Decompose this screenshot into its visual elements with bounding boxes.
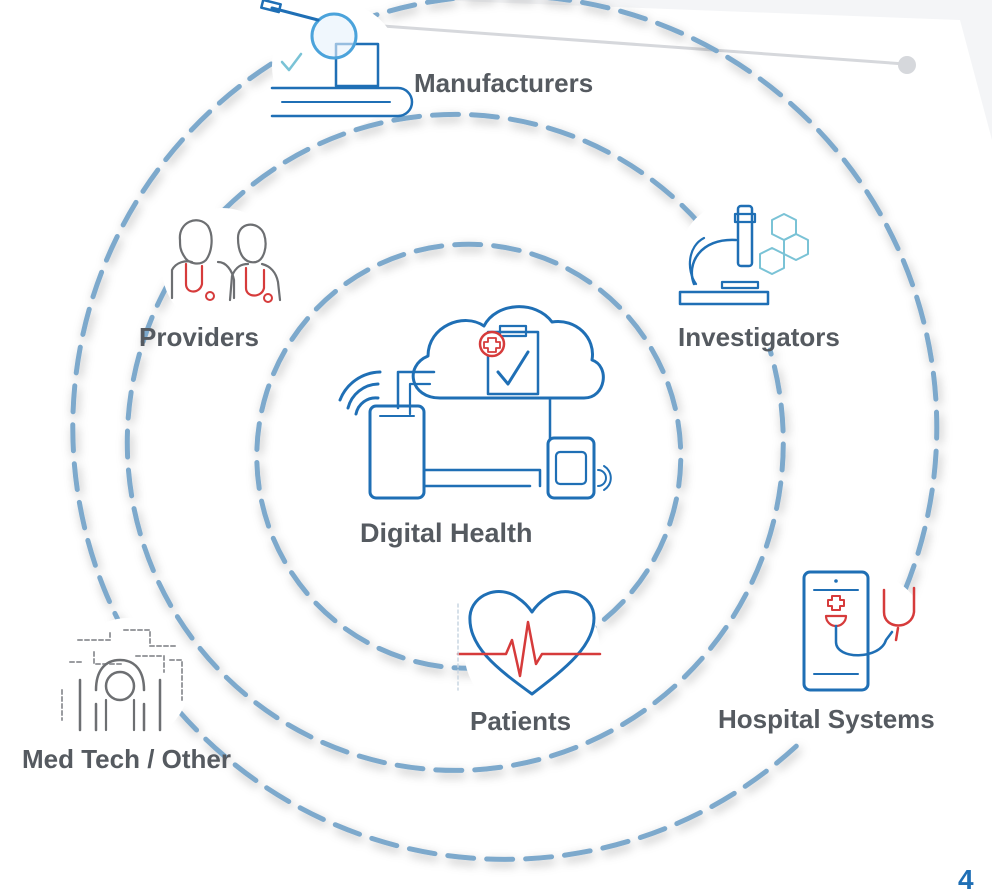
hospital-icon-backdrop — [802, 572, 926, 696]
heart-pulse-icon — [456, 590, 602, 696]
stakeholder-label-med-tech: Med Tech / Other — [22, 744, 231, 774]
providers-icon-backdrop — [162, 208, 282, 328]
stakeholder-label-manufacturers: Manufacturers — [414, 68, 594, 98]
medtech-icon-backdrop — [66, 618, 190, 742]
page-number: 4 — [958, 864, 974, 889]
top-right-decoration — [299, 0, 992, 140]
outer-ring — [70, 0, 940, 862]
cloud-devices-icon — [338, 305, 612, 500]
stakeholder-label-providers: Providers — [139, 322, 259, 352]
circuit-person-icon — [61, 629, 183, 732]
stakeholder-label-investigators: Investigators — [678, 322, 840, 352]
inspection-conveyor-icon — [260, 0, 414, 118]
stakeholder-label-hospital-systems: Hospital Systems — [718, 704, 935, 734]
patients-icon-backdrop — [464, 582, 600, 718]
center-label: Digital Health — [360, 518, 533, 548]
doctors-icon — [170, 219, 282, 303]
tablet-stethoscope-icon — [802, 570, 916, 692]
stakeholder-label-patients: Patients — [470, 706, 572, 736]
inner-ring — [254, 241, 684, 671]
microscope-icon — [678, 204, 809, 306]
middle-ring — [124, 111, 786, 773]
